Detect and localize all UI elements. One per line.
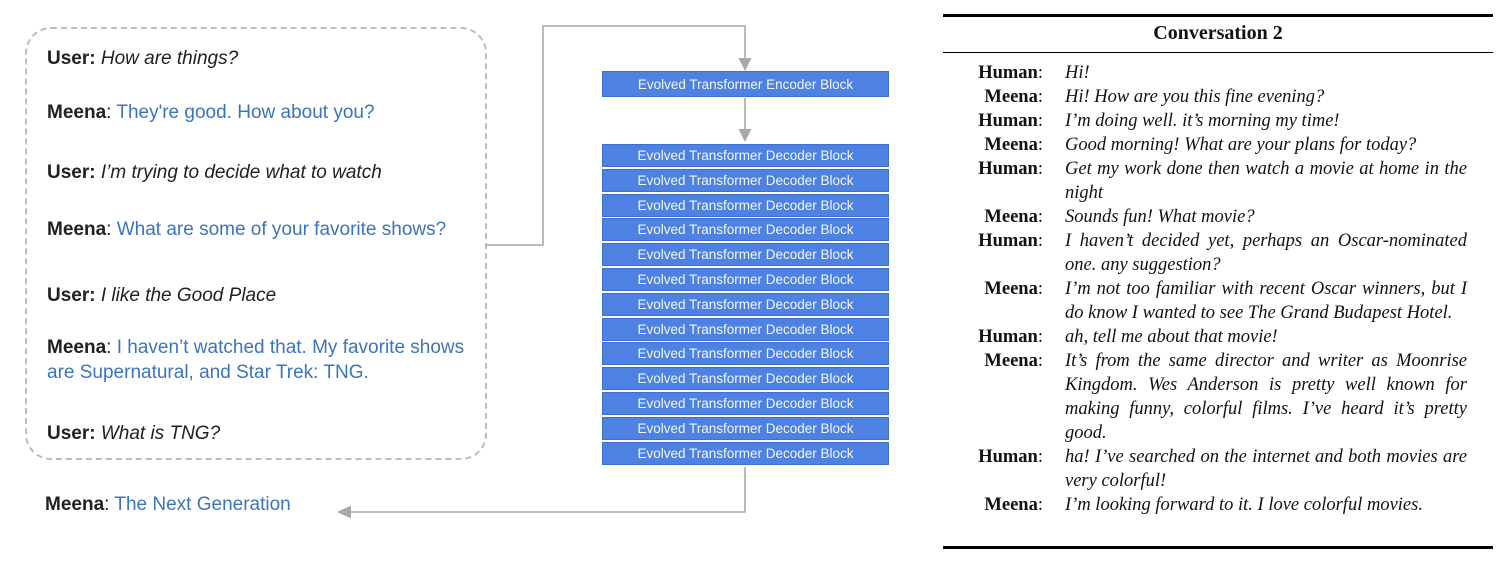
decoder-block: Evolved Transformer Decoder Block	[602, 144, 889, 167]
table-row: Human: I haven’t decided yet, perhaps an…	[943, 229, 1493, 277]
dialog-turn-user: User: I like the Good Place	[47, 285, 277, 306]
encoder-block: Evolved Transformer Encoder Block	[602, 71, 889, 97]
speaker-label: Meena:	[984, 87, 1043, 107]
decoder-block: Evolved Transformer Decoder Block	[602, 218, 889, 242]
speaker-label: Meena	[47, 337, 107, 358]
output-wire	[350, 467, 746, 513]
decoder-block: Evolved Transformer Decoder Block	[602, 441, 889, 465]
table-rows: Human: Hi! Meena: Hi! How are you this f…	[943, 61, 1493, 517]
row-message: I’m looking forward to it. I love colorf…	[1065, 495, 1423, 515]
table-title: Conversation 2	[1153, 22, 1283, 44]
table-row: Meena: Good morning! What are your plans…	[943, 133, 1493, 157]
table-row: Meena: I’m looking forward to it. I love…	[943, 493, 1493, 517]
speaker-label: Meena:	[984, 351, 1043, 371]
row-message: ha! I’ve searched on the internet and bo…	[1065, 447, 1467, 491]
row-message: Get my work done then watch a movie at h…	[1065, 159, 1467, 203]
decoder-block: Evolved Transformer Decoder Block	[602, 243, 889, 267]
decoder-block: Evolved Transformer Decoder Block	[602, 267, 889, 291]
table-row: Human: I’m doing well. it’s morning my t…	[943, 109, 1493, 133]
table-rule-bottom	[943, 546, 1493, 549]
decoder-block: Evolved Transformer Decoder Block	[602, 367, 889, 391]
speaker-label: Meena	[45, 494, 105, 515]
input-arrowhead	[738, 58, 752, 71]
table-row: Human: Get my work done then watch a mov…	[943, 157, 1493, 205]
dialog-turn-meena: Meena: They're good. How about you?	[47, 102, 375, 123]
decoder-block: Evolved Transformer Decoder Block	[602, 416, 889, 440]
row-message: Hi! How are you this fine evening?	[1065, 87, 1325, 107]
table-row: Meena: Sounds fun! What movie?	[943, 205, 1493, 229]
meena-message: They're good. How about you?	[116, 102, 375, 123]
table-row: Human: ha! I’ve searched on the internet…	[943, 445, 1493, 493]
row-message: I’m doing well. it’s morning my time!	[1065, 111, 1340, 131]
decoder-block: Evolved Transformer Decoder Block	[602, 342, 889, 366]
speaker-label: Human:	[978, 231, 1043, 251]
row-message: Sounds fun! What movie?	[1065, 207, 1255, 227]
speaker-label: User	[47, 48, 90, 69]
speaker-label: Meena	[47, 219, 107, 240]
decoder-stack: Evolved Transformer Decoder Block Evolve…	[602, 144, 889, 465]
user-message: I’m trying to decide what to watch	[100, 162, 382, 183]
speaker-label: Human:	[978, 63, 1043, 83]
speaker-label: Human:	[978, 447, 1043, 467]
dialog-turn-meena: Meena: What are some of your favorite sh…	[47, 219, 447, 240]
table-rule-mid	[943, 52, 1493, 54]
table-row: Meena: I’m not too familiar with recent …	[943, 277, 1493, 325]
row-message: ah, tell me about that movie!	[1065, 327, 1278, 347]
row-message: Good morning! What are your plans for to…	[1065, 135, 1417, 155]
user-message: How are things?	[100, 48, 239, 69]
dialog-box: User: How are things? Meena: They're goo…	[25, 27, 487, 460]
decoder-block: Evolved Transformer Decoder Block	[602, 168, 889, 192]
table-row: Human: ah, tell me about that movie!	[943, 325, 1493, 349]
speaker-label: Meena:	[984, 207, 1043, 227]
row-message: I’m not too familiar with recent Oscar w…	[1065, 279, 1467, 323]
speaker-label: Meena:	[984, 495, 1043, 515]
user-message: What is TNG?	[100, 423, 221, 444]
table-row: Meena: It’s from the same director and w…	[943, 349, 1493, 445]
table-row: Meena: Hi! How are you this fine evening…	[943, 85, 1493, 109]
dialog-turn-user: User: I’m trying to decide what to watch	[47, 162, 382, 183]
speaker-label: Meena	[47, 102, 107, 123]
dialog-turn-meena: Meena: I haven’t watched that. My favori…	[47, 337, 465, 383]
dialog-turn-user: User: How are things?	[47, 48, 239, 69]
table-rule-top	[943, 14, 1493, 17]
row-message: I haven’t decided yet, perhaps an Oscar-…	[1065, 231, 1467, 275]
speaker-label: Human:	[978, 111, 1043, 131]
speaker-label: User	[47, 162, 90, 183]
speaker-label: User	[47, 285, 90, 306]
output-arrowhead	[337, 505, 351, 519]
decoder-block: Evolved Transformer Decoder Block	[602, 292, 889, 316]
speaker-label: Human:	[978, 327, 1043, 347]
speaker-label: Meena:	[984, 279, 1043, 299]
encoder-decoder-arrowhead	[738, 129, 752, 142]
meena-output-message: The Next Generation	[114, 494, 291, 515]
dialog-turn-user: User: What is TNG?	[47, 423, 221, 444]
table-row: Human: Hi!	[943, 61, 1493, 85]
user-message: I like the Good Place	[100, 285, 277, 306]
speaker-label: Meena:	[984, 135, 1043, 155]
meena-message: I haven’t watched that. My favorite show…	[47, 337, 465, 383]
speaker-label: User	[47, 423, 90, 444]
model-output-turn: Meena: The Next Generation	[45, 494, 291, 515]
decoder-block: Evolved Transformer Decoder Block	[602, 193, 889, 217]
decoder-block: Evolved Transformer Decoder Block	[602, 391, 889, 415]
row-message: It’s from the same director and writer a…	[1065, 351, 1467, 443]
speaker-label: Human:	[978, 159, 1043, 179]
decoder-block: Evolved Transformer Decoder Block	[602, 317, 889, 341]
row-message: Hi!	[1065, 63, 1090, 83]
meena-message: What are some of your favorite shows?	[116, 219, 447, 240]
